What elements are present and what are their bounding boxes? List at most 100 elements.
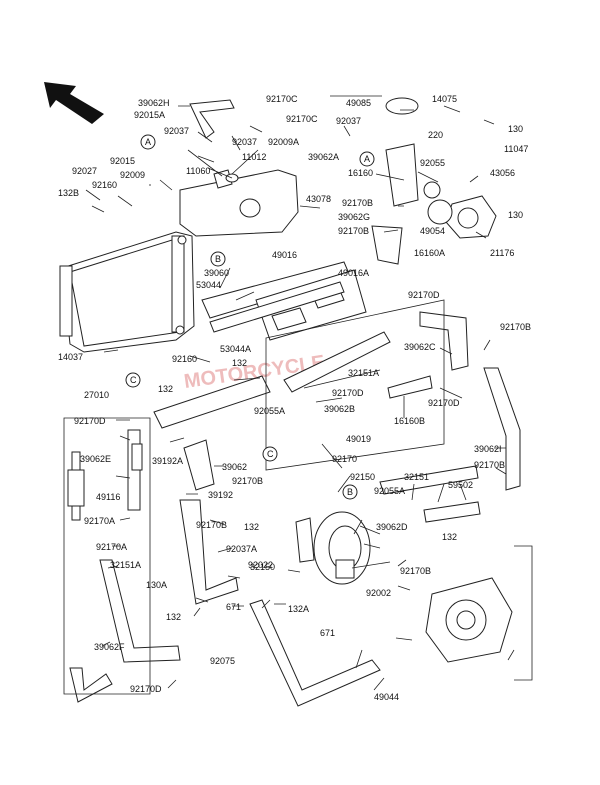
part-label: 92027 [72, 166, 97, 176]
part-label: 92170B [338, 226, 369, 236]
callout-c: C [130, 375, 137, 385]
part-label: 92170B [196, 520, 227, 530]
part-labels: 39062H 92170C 92015A 92170C 92037 92037 … [58, 94, 531, 702]
part-label: 671 [320, 628, 335, 638]
reserve-tank [179, 169, 299, 237]
part-label: 39192 [208, 490, 233, 500]
part-label: 220 [428, 130, 443, 140]
filler-neck [385, 97, 419, 207]
part-label: 39062A [308, 152, 339, 162]
coolant-pipes [131, 375, 479, 495]
part-label: 43078 [306, 194, 331, 204]
part-label: 92055 [420, 158, 445, 168]
callout-b: B [215, 254, 221, 264]
radiator-shroud [201, 261, 367, 341]
part-label: 92037 [336, 116, 361, 126]
part-label: 92037 [232, 137, 257, 147]
part-label: 132A [288, 604, 309, 614]
radiator [59, 231, 195, 353]
part-label: 32151A [110, 560, 141, 570]
part-label: 92170A [96, 542, 127, 552]
part-label: 39062G [338, 212, 370, 222]
part-label: 16160A [414, 248, 445, 258]
part-label: 92170B [500, 322, 531, 332]
part-label: 92170D [130, 684, 162, 694]
part-label: 11012 [242, 152, 266, 162]
part-label: 92075 [210, 656, 235, 666]
part-label: 130A [146, 580, 167, 590]
part-label: 32150 [250, 562, 275, 572]
leader-lines [85, 95, 515, 691]
part-label: 39062C [404, 342, 436, 352]
callout-a: A [145, 137, 151, 147]
part-label: 14075 [432, 94, 457, 104]
part-label: 132 [158, 384, 173, 394]
part-label: 27010 [84, 390, 109, 400]
front-direction-arrow [44, 82, 104, 124]
in-line-filter [67, 451, 85, 521]
part-label: 43056 [490, 168, 515, 178]
part-label: 49044 [374, 692, 399, 702]
part-label: 92170 [332, 454, 357, 464]
part-label: 92170C [266, 94, 298, 104]
part-label: 132 [442, 532, 457, 542]
part-label: 671 [226, 602, 241, 612]
part-label: 32151A [348, 368, 379, 378]
part-label: 14037 [58, 352, 83, 362]
part-label: 11047 [504, 144, 528, 154]
part-label: 92170C [286, 114, 318, 124]
callout-circles: A B C A B C [125, 134, 375, 500]
part-label: 92055A [374, 486, 405, 496]
part-label: 92170B [400, 566, 431, 576]
part-label: 39062I [474, 444, 502, 454]
part-label: 49019 [346, 434, 371, 444]
part-label: 132 [232, 358, 247, 368]
callout-a: A [364, 154, 370, 164]
part-label: 92160 [92, 180, 117, 190]
part-label: 92170D [408, 290, 440, 300]
part-label: 130 [508, 210, 523, 220]
part-label: 92170B [342, 198, 373, 208]
part-label: 92015 [110, 156, 135, 166]
part-label: 132 [244, 522, 259, 532]
part-label: 92170D [428, 398, 460, 408]
part-label: 39062B [324, 404, 355, 414]
part-label: 92009A [268, 137, 299, 147]
part-label: 92170D [332, 388, 364, 398]
part-label: 132 [166, 612, 181, 622]
part-label: 92055A [254, 406, 285, 416]
part-label: 16160B [394, 416, 425, 426]
part-label: 39192A [152, 456, 183, 466]
part-label: 92170D [74, 416, 106, 426]
group-boxes [63, 299, 533, 695]
cooling-fan [313, 511, 371, 585]
part-label: 53044A [220, 344, 251, 354]
part-label: 39062 [222, 462, 247, 472]
thermostat-housing [423, 181, 497, 239]
part-label: 39062D [376, 522, 408, 532]
part-label: 49116 [96, 492, 120, 502]
part-label: 92022 [248, 560, 273, 570]
part-label: 39062E [80, 454, 111, 464]
part-label: 49016A [338, 268, 369, 278]
part-label: 92037 [164, 126, 189, 136]
part-label: 49085 [346, 98, 371, 108]
part-label: 92037A [226, 544, 257, 554]
part-label: 92170A [84, 516, 115, 526]
part-label: 39062F [94, 642, 125, 652]
part-label: 21176 [490, 248, 514, 258]
callout-c: C [267, 449, 274, 459]
part-label: 132B [58, 188, 79, 198]
water-pump [425, 577, 513, 663]
part-label: 92009 [120, 170, 145, 180]
part-label: 59502 [448, 480, 473, 490]
part-label: 92150 [350, 472, 375, 482]
part-label: 92015A [134, 110, 165, 120]
part-label: 49016 [272, 250, 297, 260]
part-label: 11060 [186, 166, 210, 176]
part-label: 53044 [196, 280, 221, 290]
part-label: 16160 [348, 168, 373, 178]
part-label: 130 [508, 124, 523, 134]
callout-b: B [347, 487, 353, 497]
